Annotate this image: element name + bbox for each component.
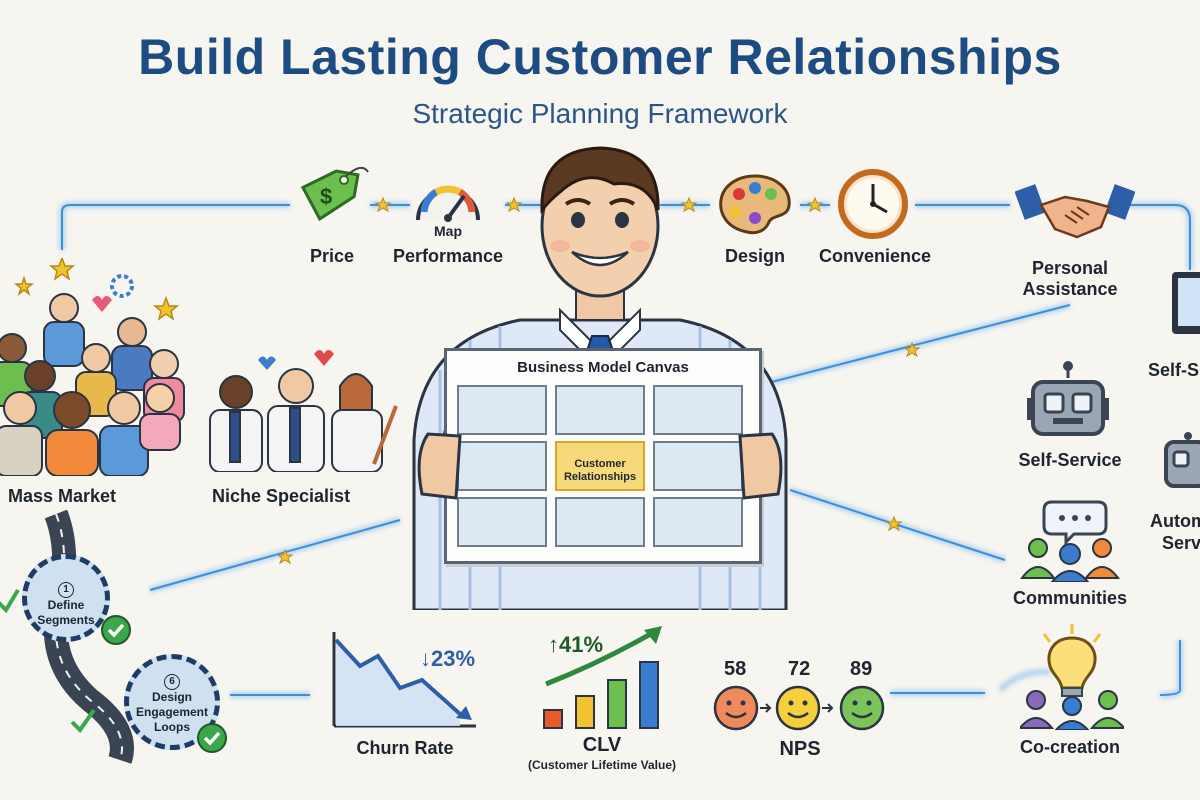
nps-score-3: 89 <box>850 658 873 680</box>
palette-icon <box>715 170 795 245</box>
canvas-title: Business Model Canvas <box>517 359 689 376</box>
step-design-engagement-loops: 6 Design Engagement Loops <box>124 654 220 750</box>
robot-icon <box>1160 432 1200 505</box>
nps-label: NPS <box>779 738 821 760</box>
value-price-label: Price <box>309 246 355 266</box>
check-icon <box>0 588 20 614</box>
smiley-icon <box>775 685 821 731</box>
check-icon <box>100 614 132 651</box>
robot-icon <box>1025 360 1111 447</box>
smiley-icon <box>713 685 759 731</box>
star-icon <box>806 196 824 213</box>
business-model-canvas-board: Business Model Canvas Customer Relations… <box>444 348 762 564</box>
page-subtitle: Strategic Planning Framework <box>412 98 788 129</box>
value-map-label: Map <box>434 223 462 239</box>
star-icon <box>374 196 392 213</box>
value-performance-label: Performance <box>392 246 504 266</box>
nps-score-2: 72 <box>788 658 811 680</box>
self-service-label: Self-Service <box>1018 450 1122 470</box>
clv-change-label: ↑41% <box>548 632 604 657</box>
speech-people-icon <box>1020 498 1120 587</box>
star-icon <box>276 548 294 565</box>
monitor-icon <box>1168 272 1200 357</box>
presenter-hands <box>400 424 800 519</box>
step-define-segments: 1 Define Segments <box>22 554 110 642</box>
check-icon <box>70 708 96 734</box>
nps-smiley-row <box>712 684 892 739</box>
check-icon <box>196 722 228 759</box>
clv-subtitle: (Customer Lifetime Value) <box>527 758 677 772</box>
communities-label: Communities <box>1012 588 1127 608</box>
star-icon <box>505 196 523 213</box>
clv-bar-chart-icon <box>532 622 672 735</box>
automated-services-label: Autom Serv <box>1150 511 1200 553</box>
page-title: Build Lasting Customer Relationships <box>138 29 1062 85</box>
clv-label: CLV <box>582 734 622 756</box>
mass-market-crowd-image <box>0 255 200 481</box>
svg-text:$: $ <box>320 184 332 209</box>
value-convenience-label: Convenience <box>818 246 932 266</box>
niche-specialist-label: Niche Specialist <box>212 486 351 506</box>
churn-change-label: ↓23% <box>420 646 476 671</box>
star-icon <box>903 341 921 358</box>
star-icon <box>885 515 903 532</box>
price-tag-icon: $ <box>292 162 372 237</box>
nps-score-1: 58 <box>724 658 747 680</box>
co-creation-label: Co-creation <box>1019 737 1120 757</box>
personal-assistance-label: Personal Assistance <box>1022 258 1118 299</box>
smiley-icon <box>839 685 885 731</box>
mass-market-label: Mass Market <box>8 486 117 506</box>
self-service-partial-label: Self-S <box>1148 360 1200 380</box>
lightbulb-icon <box>1017 622 1127 735</box>
gauge-icon <box>410 168 486 233</box>
churn-rate-chart-icon <box>330 632 480 733</box>
value-design-label: Design <box>724 246 785 266</box>
churn-rate-label: Churn Rate <box>356 738 454 758</box>
handshake-icon <box>1014 175 1136 252</box>
canvas-customer-relationships-block: Customer Relationships <box>555 441 645 491</box>
niche-specialist-group-image <box>192 346 402 477</box>
star-icon <box>680 196 698 213</box>
clock-icon <box>835 166 911 247</box>
roadmap-path <box>0 509 240 785</box>
